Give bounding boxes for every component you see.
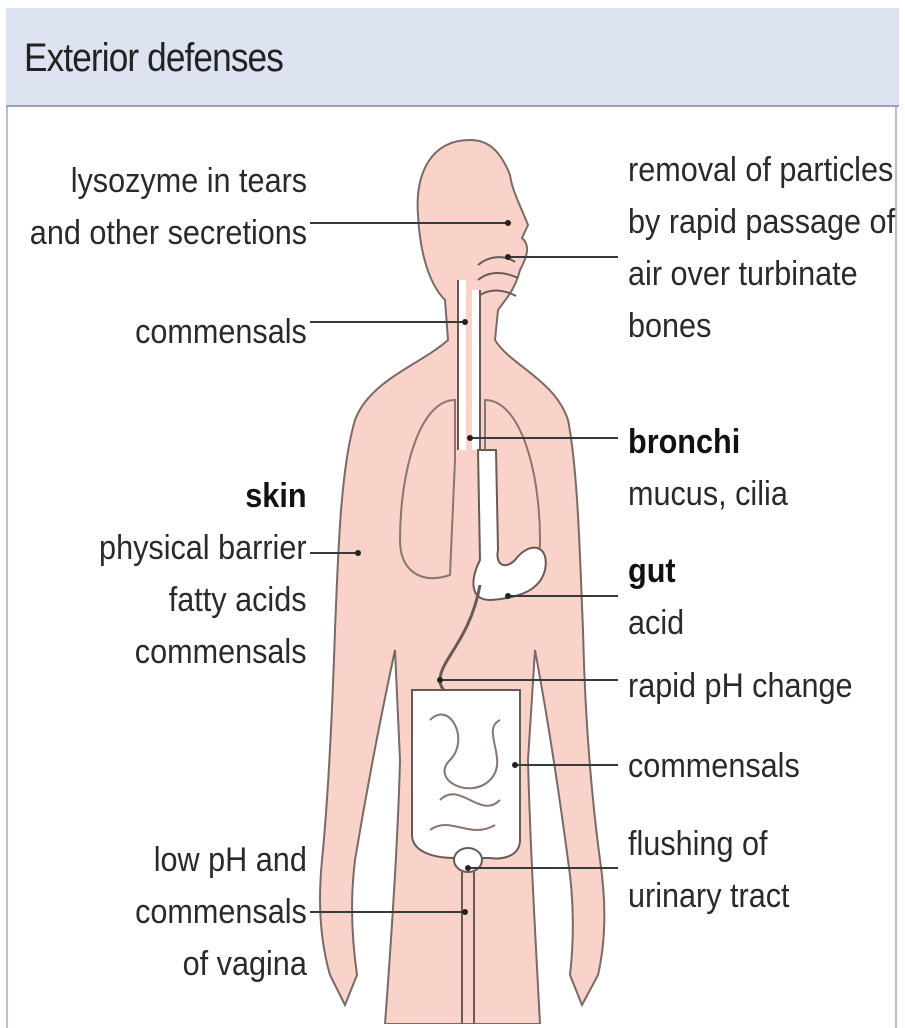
intestines <box>412 690 520 858</box>
label-bronchi: bronchi mucus, cilia <box>628 416 788 520</box>
label-skin: skin physical barrier fatty acids commen… <box>100 470 307 678</box>
label-nose-line-1: removal of particles <box>628 144 895 196</box>
label-bronchi-title: bronchi <box>628 416 788 468</box>
label-nose-line-4: bones <box>628 300 895 352</box>
label-skin-line-2: fatty acids <box>100 574 307 626</box>
label-vagina-line-1: low pH and <box>135 834 307 886</box>
label-vagina-line-2: commensals <box>135 886 307 938</box>
label-nose-line-3: air over turbinate <box>628 248 895 300</box>
label-bronchi-text: mucus, cilia <box>628 468 788 520</box>
label-commensals-intestine-text: commensals <box>628 740 800 792</box>
label-gut-text: acid <box>628 597 684 649</box>
label-vagina: low pH and commensals of vagina <box>135 834 307 990</box>
label-skin-title: skin <box>100 470 307 522</box>
label-commensals-intestine: commensals <box>628 740 800 792</box>
label-lysozyme: lysozyme in tears and other secretions <box>30 155 307 259</box>
label-lysozyme-line-2: and other secretions <box>30 207 307 259</box>
label-ph-change: rapid pH change <box>628 660 853 712</box>
label-urinary-line-2: urinary tract <box>628 870 790 922</box>
label-gut: gut acid <box>628 545 684 649</box>
label-lysozyme-line-1: lysozyme in tears <box>30 155 307 207</box>
label-skin-line-1: physical barrier <box>100 522 307 574</box>
label-commensals-throat: commensals <box>135 306 307 358</box>
label-skin-line-3: commensals <box>100 626 307 678</box>
label-nose-line-2: by rapid passage of <box>628 196 895 248</box>
label-ph-change-text: rapid pH change <box>628 660 853 712</box>
label-gut-title: gut <box>628 545 684 597</box>
label-vagina-line-3: of vagina <box>135 938 307 990</box>
label-commensals-throat-text: commensals <box>135 306 307 358</box>
label-urinary: flushing of urinary tract <box>628 818 790 922</box>
label-nose: removal of particles by rapid passage of… <box>628 144 895 352</box>
label-urinary-line-1: flushing of <box>628 818 790 870</box>
